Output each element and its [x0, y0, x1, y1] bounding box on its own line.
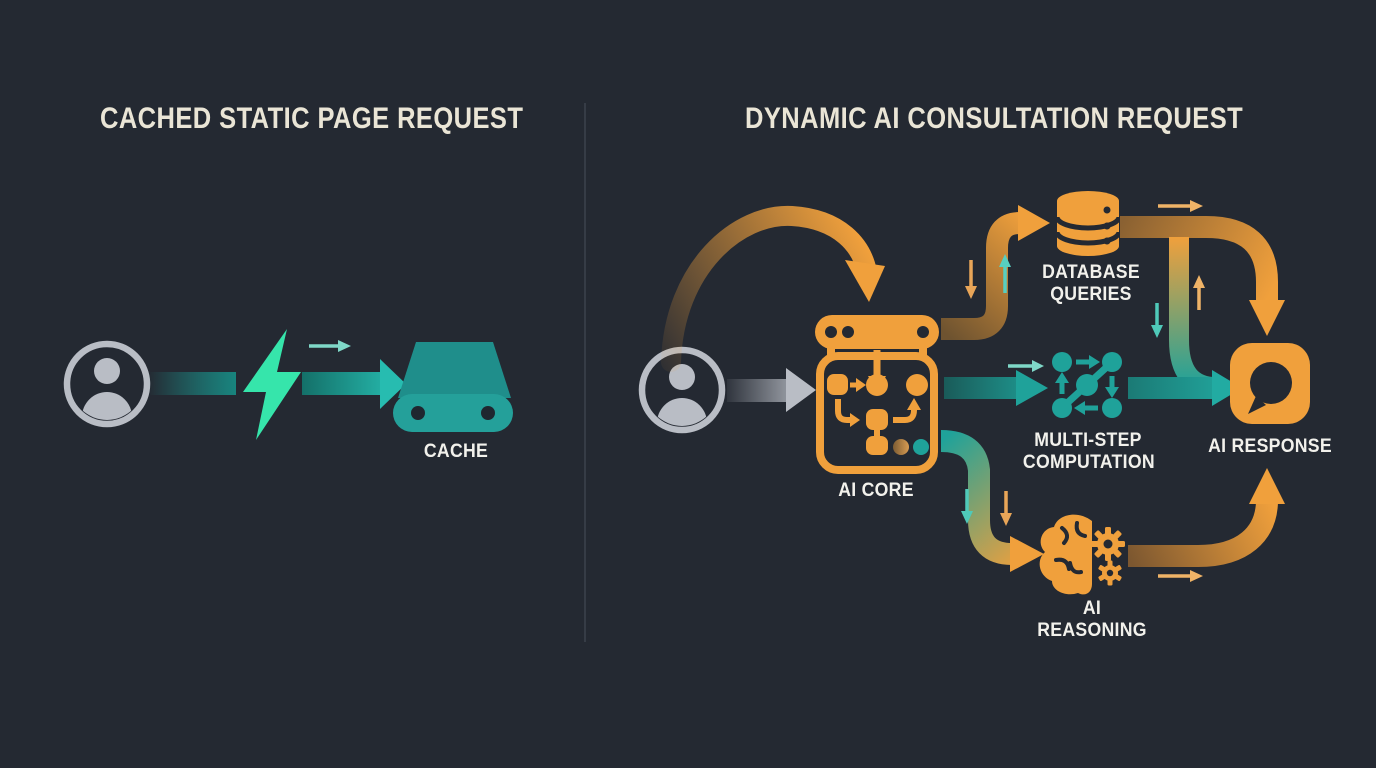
gear-icon-large [1091, 527, 1125, 561]
database-queries-label: DATABASE QUERIES [1042, 262, 1140, 305]
user-icon [63, 340, 151, 428]
flow-user-to-core-arrow [727, 368, 816, 412]
flow-reasoning-to-response [1128, 468, 1285, 567]
speed-hint-arrow [309, 340, 351, 352]
flow-descending-merge [1169, 237, 1217, 397]
flow-core-to-database [941, 205, 1050, 340]
hint-arrow-down-teal-low [961, 489, 973, 524]
ai-reasoning-icon [1039, 514, 1125, 595]
gear-icon-small [1098, 560, 1122, 586]
hint-arrow-up-orange-mid [1193, 275, 1205, 310]
ai-reasoning-label: AI REASONING [1037, 598, 1147, 641]
cache-label: CACHE [423, 441, 489, 462]
ai-core-label: AI CORE [838, 480, 914, 501]
hint-arrow-down-orange [965, 260, 977, 299]
hint-arrow-right-orange-bottom [1158, 570, 1203, 582]
user-icon-right [638, 346, 726, 434]
cache-icon [393, 342, 513, 432]
flow-arc-user-to-core [661, 205, 885, 372]
flow-database-to-response [1120, 216, 1285, 336]
ai-response-label: AI RESPONSE [1208, 436, 1332, 457]
database-icon [1054, 191, 1122, 256]
multistep-icon [1052, 352, 1122, 418]
flow-core-to-reasoning [940, 430, 1044, 572]
left-panel-title: CACHED STATIC PAGE REQUEST [100, 102, 524, 135]
request-arrow [148, 359, 406, 409]
flow-core-to-multistep [944, 370, 1048, 406]
right-panel-title: DYNAMIC AI CONSULTATION REQUEST [745, 102, 1244, 135]
flow-multistep-to-response [1128, 370, 1242, 406]
ai-core-icon [815, 315, 939, 474]
hint-arrow-down-orange-low [1000, 491, 1012, 526]
ai-response-icon [1230, 343, 1310, 424]
hint-arrow-right-orange-top [1158, 200, 1203, 212]
hint-arrow-down-teal-mid [1151, 303, 1163, 338]
hint-arrow-up-teal [999, 254, 1011, 293]
hint-arrow-right-teal [1008, 360, 1044, 372]
multistep-computation-label: MULTI-STEP COMPUTATION [1022, 430, 1155, 473]
lightning-icon [243, 329, 301, 440]
